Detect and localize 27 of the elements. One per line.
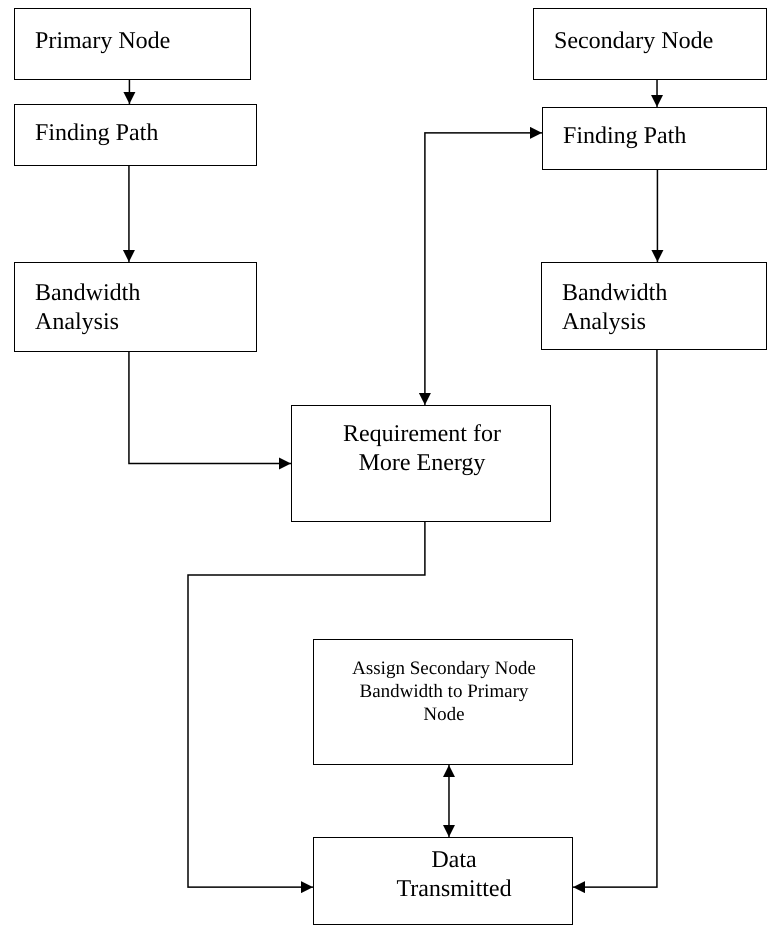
process-box [14, 104, 257, 166]
arrow [442, 765, 455, 837]
process-box [291, 405, 551, 522]
process-box [533, 8, 767, 80]
arrow [123, 80, 136, 104]
box-label: Assign Secondary Node Bandwidth to Primary Node [351, 658, 537, 726]
process-box [14, 262, 257, 352]
arrow [573, 350, 658, 894]
box-label: Bandwidth Analysis [35, 279, 142, 337]
box-label: Bandwidth Analysis [562, 279, 668, 337]
arrow [122, 166, 135, 262]
arrow [187, 522, 426, 894]
box-label: Finding Path [35, 119, 160, 148]
arrow [418, 126, 542, 405]
arrow [128, 352, 291, 470]
box-label: Secondary Node [554, 27, 714, 56]
arrow [651, 80, 664, 107]
process-box [14, 8, 251, 80]
process-box [313, 639, 573, 765]
box-label: Data Transmitted [395, 846, 513, 904]
box-label: Requirement for More Energy [342, 420, 502, 478]
process-box [313, 837, 573, 925]
box-label: Finding Path [563, 122, 688, 151]
process-box [542, 107, 767, 170]
process-box [541, 262, 767, 350]
box-label: Primary Node [35, 27, 172, 56]
arrow [651, 170, 664, 262]
